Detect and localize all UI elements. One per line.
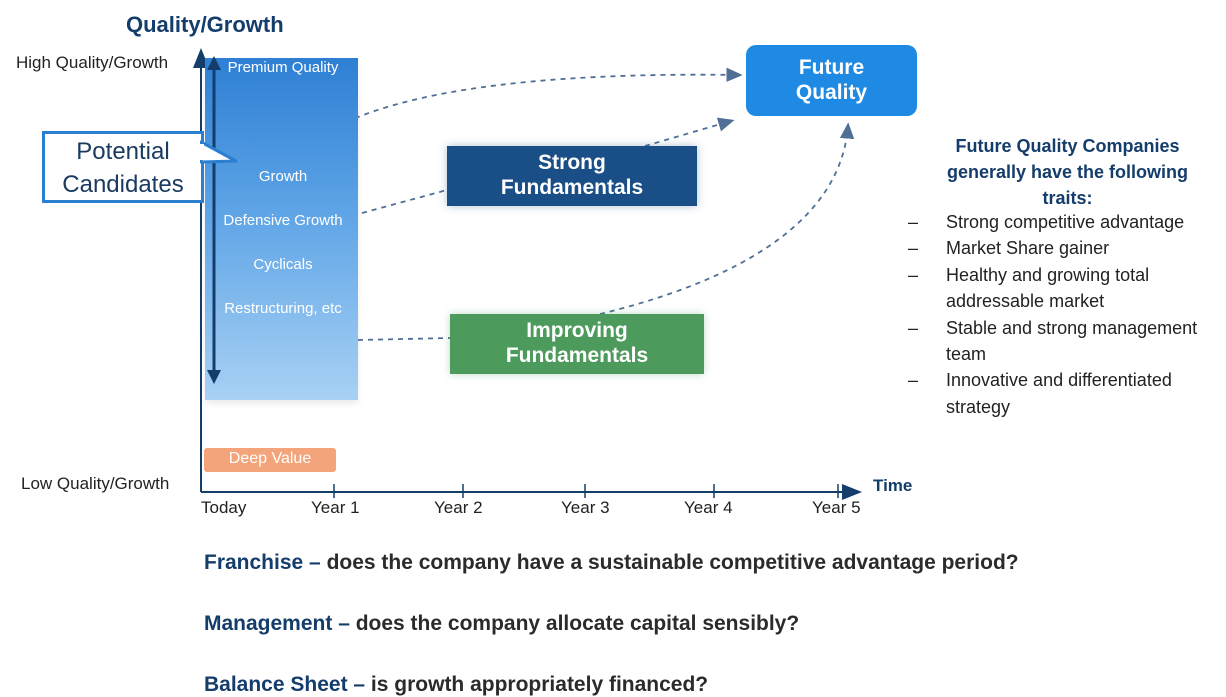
trait-item: – Market Share gainer [908,235,1226,261]
question-key: Management – [204,612,350,635]
trait-dash: – [908,317,919,338]
question-management: Management – does the company allocate c… [204,612,799,636]
connector-improving-to-future [599,122,855,315]
trait-text: Innovative and differentiated strategy [946,370,1172,417]
traits-heading-line1: Future Quality Companies [955,136,1180,156]
trait-item: – Stable and strong management team [908,315,1226,368]
strong-line1: Strong [538,151,606,174]
connector-defensive-to-strong [361,189,448,214]
question-text: does the company have a sustainable comp… [320,551,1019,574]
trait-text: Strong competitive advantage [946,212,1185,232]
trait-text: Stable and strong management team [946,317,1198,365]
future-line1: Future [798,56,865,79]
trait-dash: – [908,238,919,259]
x-tick-label-year1: Year 1 [311,498,360,517]
bar-label-defensive-growth: Defensive Growth [223,212,343,229]
question-text: does the company allocate capital sensib… [349,612,800,635]
future-line2: Quality [795,81,868,104]
y-axis-high-label: High Quality/Growth [16,53,169,72]
bar-label-premium-quality: Premium Quality [227,59,339,76]
question-franchise: Franchise – does the company have a sust… [204,551,1019,575]
traits-heading-line2: generally have the following [946,162,1189,182]
future-quality-box: Future Quality [746,45,917,116]
x-tick-label-year4: Year 4 [684,498,733,517]
improving-line1: Improving [526,319,628,342]
trait-text: Market Share gainer [946,238,1110,259]
callout-line1: Potential [76,138,170,165]
traits-heading-line3: traits: [1042,188,1093,208]
question-key: Franchise – [204,551,321,574]
trait-item: – Innovative and differentiated strategy [908,367,1226,420]
trait-dash: – [908,212,919,232]
strong-fundamentals-box: Strong Fundamentals [447,146,697,206]
traits-list: – Strong competitive advantage – Market Sh… [908,209,1226,420]
x-axis-title: Time [873,476,913,495]
deep-value-label: Deep Value [204,448,336,472]
connector-strong-to-future [644,117,735,147]
trait-dash: – [908,264,919,285]
double-arrow-icon [207,56,221,384]
quality-spectrum-bar [205,58,358,400]
y-axis-low-label: Low Quality/Growth [21,474,170,493]
x-tick-label-year3: Year 3 [561,498,610,517]
trait-item: – Healthy and growing total addressable m… [908,262,1226,315]
bar-label-cyclicals: Cyclicals [253,256,313,273]
question-balance-sheet: Balance Sheet – is growth appropriately … [204,673,708,697]
y-axis-title: Quality/Growth [126,12,284,37]
bar-label-restructuring: Restructuring, etc [224,300,342,317]
question-key: Balance Sheet – [204,673,366,696]
bar-label-growth: Growth [258,168,308,185]
connector-growth-to-future [295,67,743,156]
callout-line2: Candidates [62,171,184,198]
traits-heading: Future Quality Companies generally have … [925,133,1210,211]
x-tick-label-today: Today [201,498,247,517]
x-tick-label-year5: Year 5 [812,498,861,517]
improving-line2: Fundamentals [505,344,649,367]
potential-candidates-callout: Potential Candidates [42,131,204,203]
connector-restructuring-to-improving [357,337,451,341]
trait-item: – Strong competitive advantage [908,209,1226,235]
question-text: is growth appropriately financed? [365,673,709,696]
trait-dash: – [908,370,919,391]
callout-pointer [200,140,238,164]
x-tick-marks [333,484,839,498]
trait-text: Healthy and growing total addressable ma… [946,264,1150,312]
improving-fundamentals-box: Improving Fundamentals [450,314,704,374]
x-tick-label-year2: Year 2 [434,498,483,517]
strong-line2: Fundamentals [500,176,644,199]
